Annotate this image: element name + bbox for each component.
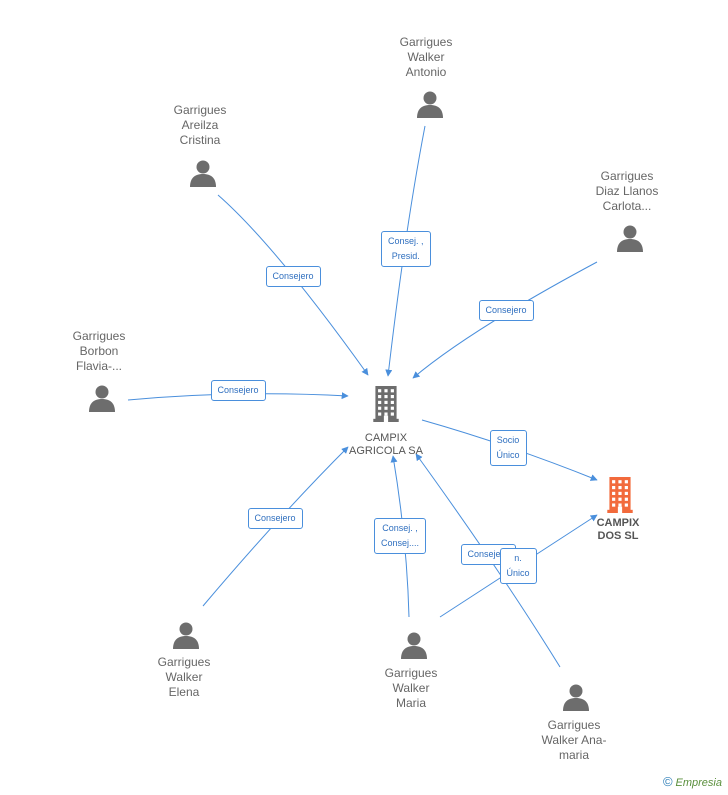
person-icon[interactable]	[171, 620, 201, 650]
company-label-campix_dos[interactable]: CAMPIX DOS SL	[596, 517, 640, 542]
person-icon[interactable]	[615, 223, 645, 253]
person-icon[interactable]	[399, 630, 429, 660]
person-label-walker_elena[interactable]: Garrigues Walker Elena	[157, 655, 211, 699]
person-label-diaz_llanos[interactable]: Garrigues Diaz Llanos Carlota...	[595, 169, 659, 213]
copyright-icon: ©	[662, 774, 673, 789]
footer-brand: ©Empresia	[663, 774, 722, 789]
edge-label-borbon_flavia[interactable]: Consejero	[210, 379, 266, 401]
edge-label-campix_agricola[interactable]: Socio Único	[489, 430, 527, 466]
edge-label-diaz_llanos[interactable]: Consejero	[478, 299, 534, 321]
person-label-borbon_flavia[interactable]: Garrigues Borbon Flavia-...	[72, 329, 126, 373]
person-label-walker_maria[interactable]: Garrigues Walker Maria	[384, 666, 438, 710]
edge-walker_ana_maria-to-campix_agricola	[415, 453, 561, 668]
edge-areilza_cristina-to-campix_agricola	[217, 194, 369, 376]
edge-label-walker_maria[interactable]: Consej. , Consej....	[374, 518, 427, 554]
brand-name: Empresia	[675, 777, 722, 789]
building-icon[interactable]	[605, 477, 635, 518]
edge-diaz_llanos-to-campix_agricola	[412, 261, 598, 379]
edge-label-areilza_cristina[interactable]: Consejero	[265, 265, 321, 287]
person-label-areilza_cristina[interactable]: Garrigues Areilza Cristina	[173, 103, 227, 147]
edge-label-walker_elena[interactable]: Consejero	[247, 507, 303, 529]
person-icon[interactable]	[415, 89, 445, 119]
edges-layer	[127, 125, 598, 668]
person-icon[interactable]	[188, 158, 218, 188]
edge-label-walker_antonio[interactable]: Consej. , Presid.	[381, 231, 431, 267]
person-icon[interactable]	[87, 383, 117, 413]
building-icon[interactable]	[371, 386, 401, 427]
edge-label-walker_maria[interactable]: n. Único	[499, 548, 537, 584]
company-label-campix_agricola[interactable]: CAMPIX AGRICOLA SA	[349, 432, 423, 457]
person-icon[interactable]	[561, 682, 591, 712]
person-label-walker_antonio[interactable]: Garrigues Walker Antonio	[399, 35, 453, 79]
person-label-walker_ana_maria[interactable]: Garrigues Walker Ana- maria	[541, 718, 607, 762]
